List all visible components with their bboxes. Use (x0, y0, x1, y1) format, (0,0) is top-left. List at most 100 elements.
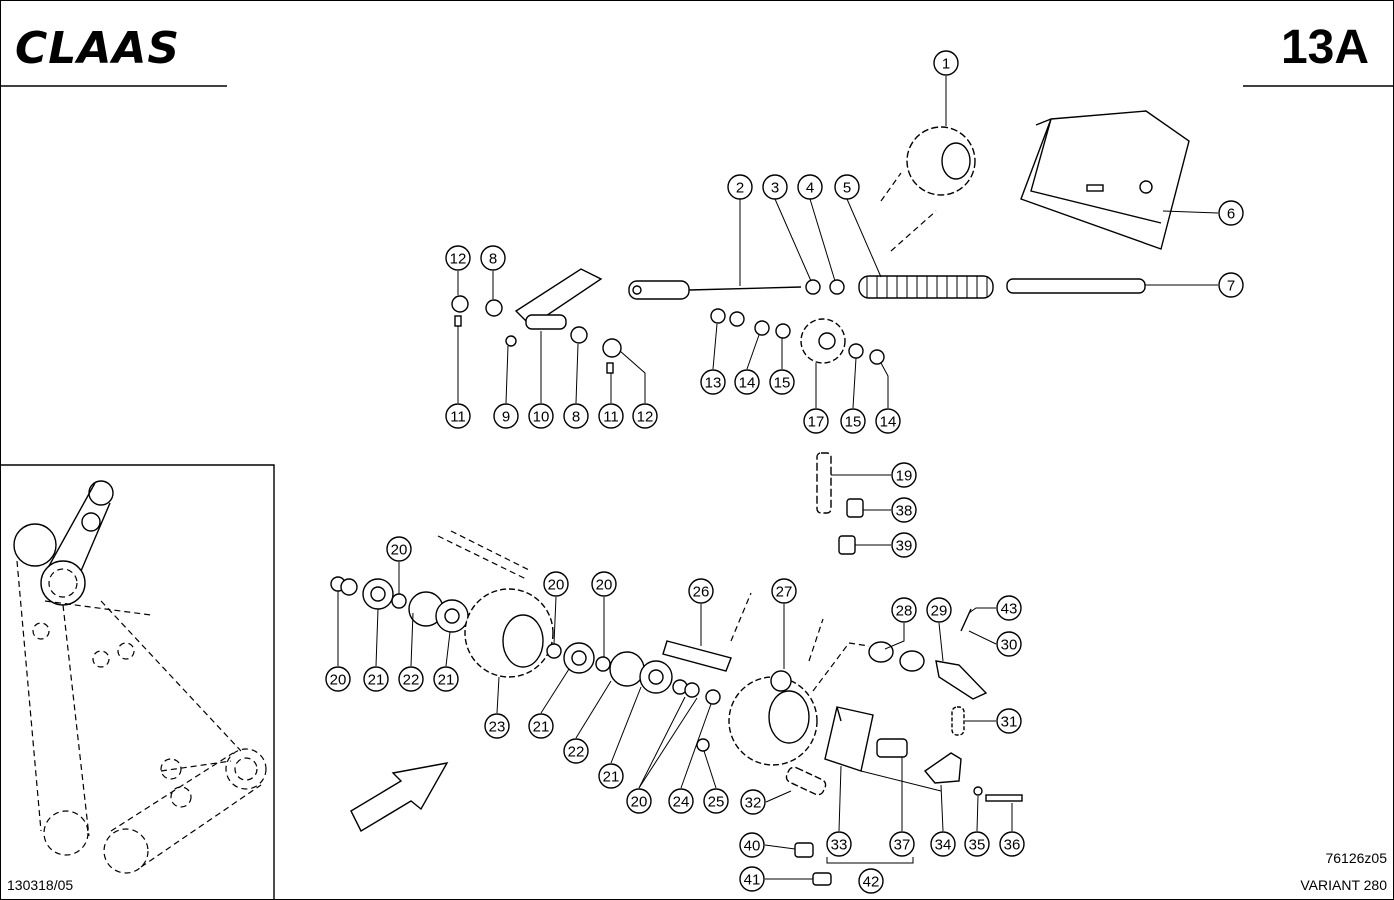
bush-12b-drawing (602, 338, 622, 358)
chain-19-drawing (816, 452, 832, 514)
svg-text:37: 37 (894, 837, 911, 854)
svg-text:15: 15 (774, 375, 791, 392)
leader-lines (337, 76, 1219, 880)
direction-arrow (350, 762, 449, 832)
svg-text:34: 34 (935, 837, 952, 854)
svg-text:35: 35 (969, 837, 986, 854)
callout-17: 17 (803, 408, 829, 434)
callout-11-right: 11 (598, 403, 624, 429)
svg-text:33: 33 (831, 837, 848, 854)
callout-9: 9 (493, 403, 519, 429)
sprocket-27-drawing (728, 592, 824, 766)
callout-33: 33 (826, 831, 852, 857)
svg-text:22: 22 (403, 672, 420, 689)
callout-37: 37 (889, 831, 915, 857)
svg-text:20: 20 (330, 672, 347, 689)
callout-14-left: 14 (734, 369, 760, 395)
page-number: 13A (1281, 21, 1369, 74)
callout-32: 32 (740, 789, 766, 815)
chain-link-39-drawing (838, 535, 856, 555)
callout-39: 39 (891, 532, 917, 558)
bearings-right-drawing (546, 642, 721, 705)
tension-rod-2-drawing (628, 280, 802, 300)
callout-8-top: 8 (480, 245, 506, 271)
callout-40: 40 (739, 832, 765, 858)
grease-nipple-11b-drawing (606, 362, 614, 374)
callout-25: 25 (703, 788, 729, 814)
chain-link-38-drawing (846, 498, 864, 518)
callout-43: 43 (996, 595, 1022, 621)
callout-20-top-left: 20 (386, 536, 412, 562)
sprocket-23-drawing (437, 530, 554, 678)
svg-text:1: 1 (942, 56, 950, 73)
svg-text:21: 21 (368, 672, 385, 689)
brand-logo: CLAAS (15, 23, 180, 74)
callout-34: 34 (930, 831, 956, 857)
cylinder-37-drawing (876, 738, 908, 758)
shaft-26-drawing (662, 640, 732, 672)
svg-text:4: 4 (806, 180, 814, 197)
callout-8-bottom: 8 (563, 403, 589, 429)
bush-8b-drawing (570, 326, 588, 344)
svg-text:20: 20 (391, 542, 408, 559)
svg-text:27: 27 (776, 584, 793, 601)
tensioner-block-33-drawing (824, 706, 942, 792)
grease-nipple-25-drawing (696, 738, 710, 752)
spring-5-drawing (858, 275, 994, 299)
svg-text:13: 13 (705, 375, 722, 392)
callout-12-top: 12 (445, 245, 471, 271)
svg-text:24: 24 (673, 794, 690, 811)
svg-text:14: 14 (880, 414, 897, 431)
svg-text:41: 41 (744, 872, 761, 889)
inset-belt-schematic (1, 464, 275, 899)
callout-28: 28 (891, 597, 917, 623)
svg-text:20: 20 (596, 577, 613, 594)
svg-text:36: 36 (1004, 837, 1021, 854)
callout-30: 30 (996, 631, 1022, 657)
nut-3-drawing (805, 279, 821, 295)
svg-text:17: 17 (808, 414, 825, 431)
svg-text:8: 8 (489, 251, 497, 268)
callout-21-a: 21 (363, 666, 389, 692)
callout-41: 41 (739, 866, 765, 892)
svg-text:26: 26 (693, 584, 710, 601)
svg-text:22: 22 (568, 744, 585, 761)
bush-8a-drawing (485, 299, 503, 317)
svg-text:10: 10 (533, 409, 550, 426)
callout-13: 13 (700, 369, 726, 395)
callout-22-b: 22 (563, 738, 589, 764)
shaft-7-drawing (1006, 278, 1146, 294)
svg-text:6: 6 (1227, 206, 1235, 223)
callout-14-right: 14 (875, 408, 901, 434)
svg-text:32: 32 (745, 795, 762, 812)
callout-10: 10 (528, 403, 554, 429)
rings-13-15-drawing (710, 308, 885, 365)
svg-text:30: 30 (1001, 637, 1018, 654)
callout-35: 35 (964, 831, 990, 857)
svg-text:21: 21 (533, 719, 550, 736)
svg-text:28: 28 (896, 603, 913, 620)
callout-3: 3 (762, 174, 788, 200)
svg-text:21: 21 (603, 769, 620, 786)
callout-24: 24 (668, 788, 694, 814)
callout-19: 19 (891, 462, 917, 488)
callout-38: 38 (891, 497, 917, 523)
svg-text:38: 38 (896, 503, 913, 520)
callout-27: 27 (771, 578, 797, 604)
callout-2: 2 (727, 174, 753, 200)
callout-7: 7 (1218, 272, 1244, 298)
chain-link-41-drawing (812, 872, 832, 886)
svg-text:11: 11 (603, 409, 619, 426)
washer-4-drawing (829, 279, 845, 295)
callout-29: 29 (926, 597, 952, 623)
callout-22-a: 22 (398, 666, 424, 692)
svg-text:40: 40 (744, 838, 761, 855)
svg-text:20: 20 (548, 577, 565, 594)
callout-1: 1 (933, 50, 959, 76)
callout-20-mid-b: 20 (591, 571, 617, 597)
sprocket-1-drawing (880, 126, 976, 252)
svg-text:3: 3 (771, 180, 779, 197)
callout-15-left: 15 (769, 369, 795, 395)
